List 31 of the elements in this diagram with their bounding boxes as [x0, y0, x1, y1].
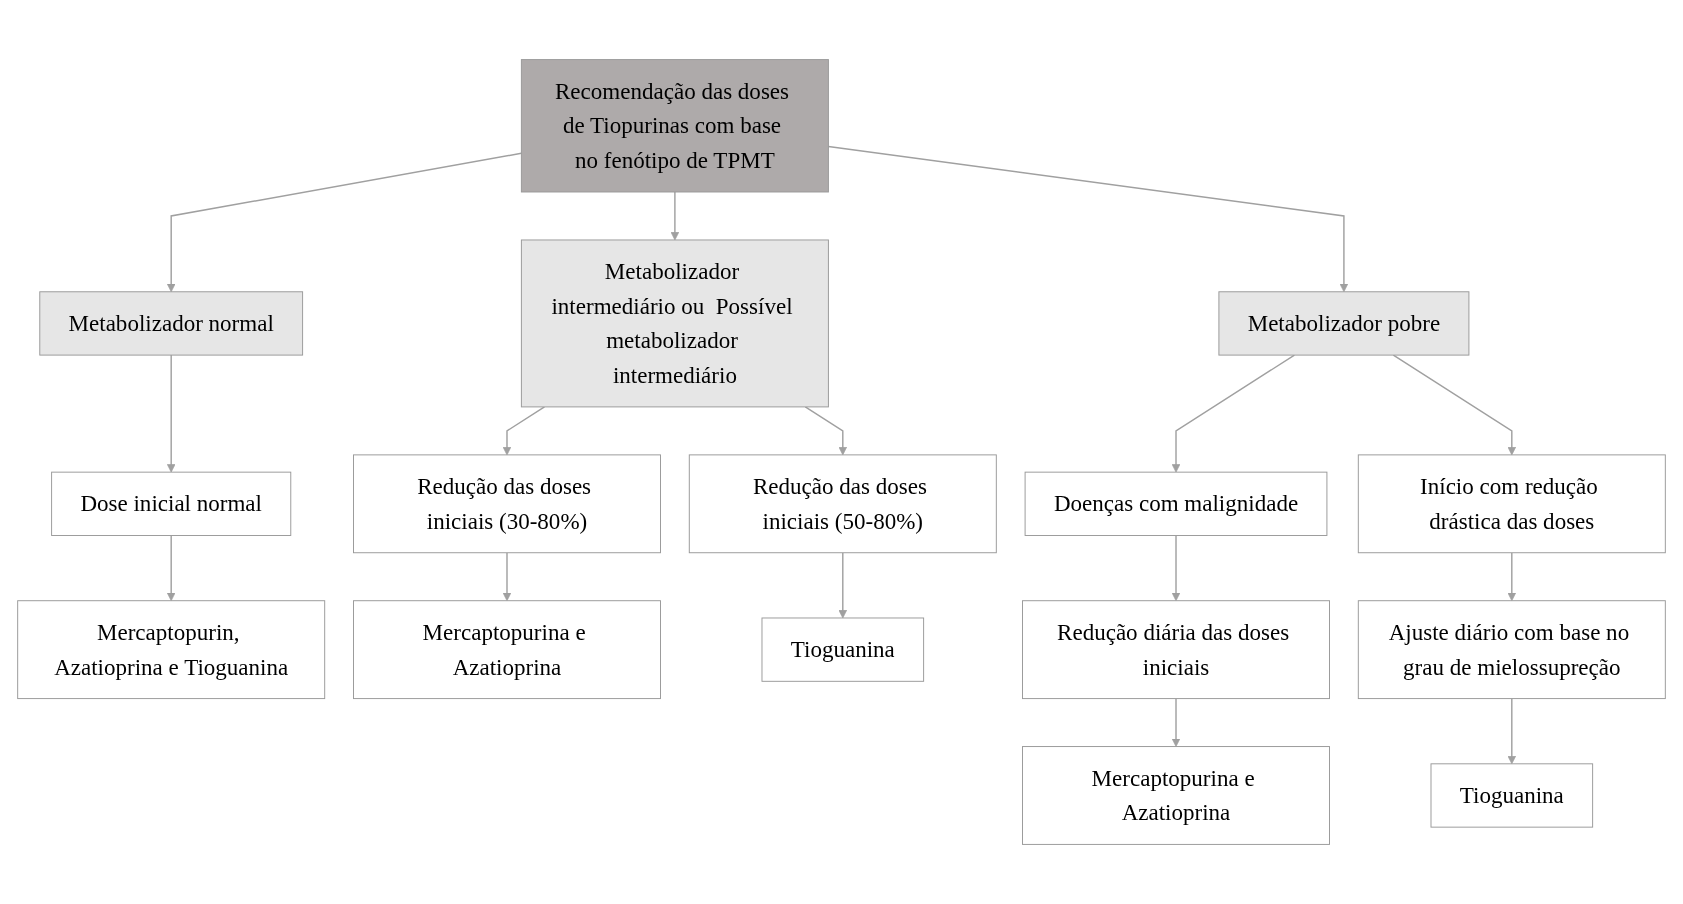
- node-box: Início com redução drástica das doses: [1357, 454, 1666, 554]
- arrow: [166, 152, 523, 293]
- node-box: Ajuste diário com base no grau de mielossupreção: [1357, 600, 1666, 700]
- arrow: [166, 534, 176, 602]
- node-box: Redução das doses iniciais (50-80%): [688, 454, 997, 554]
- node-box: Tioguanina: [1430, 763, 1594, 828]
- node-box: Tioguanina: [761, 617, 925, 682]
- node-box: Metabolizador pobre: [1218, 291, 1470, 356]
- arrow: [1392, 354, 1517, 456]
- arrow: [166, 354, 176, 473]
- arrow: [838, 552, 847, 619]
- node-box: Mercaptopurin, Azatioprina e Tioguanina: [17, 600, 326, 700]
- node-box: Dose inicial normal: [51, 471, 292, 536]
- arrow: [502, 552, 512, 602]
- arrow: [827, 145, 1349, 293]
- arrow: [1171, 354, 1296, 473]
- arrow: [1171, 697, 1181, 747]
- arrow: [502, 406, 546, 456]
- node-box: Metabolizador intermediário ou Possível metabolizador intermediário: [520, 239, 829, 408]
- arrow: [1507, 697, 1517, 765]
- node-box: Mercaptopurina e Azatioprina: [1022, 746, 1330, 845]
- node-box: Metabolizador normal: [39, 291, 304, 356]
- arrow: [670, 191, 680, 241]
- arrow: [804, 406, 847, 456]
- arrow: [1507, 552, 1517, 602]
- arrow: [1171, 534, 1181, 602]
- node-box: Mercaptopurina e Azatioprina: [353, 600, 661, 700]
- node-box: Recomendação das doses de Tiopurinas com base no fenótipo de TPMT: [520, 59, 829, 193]
- node-box: Redução diária das doses iniciais: [1022, 600, 1330, 700]
- node-box: Doenças com malignidade: [1024, 471, 1328, 536]
- node-box: Redução das doses iniciais (30-80%): [353, 454, 661, 554]
